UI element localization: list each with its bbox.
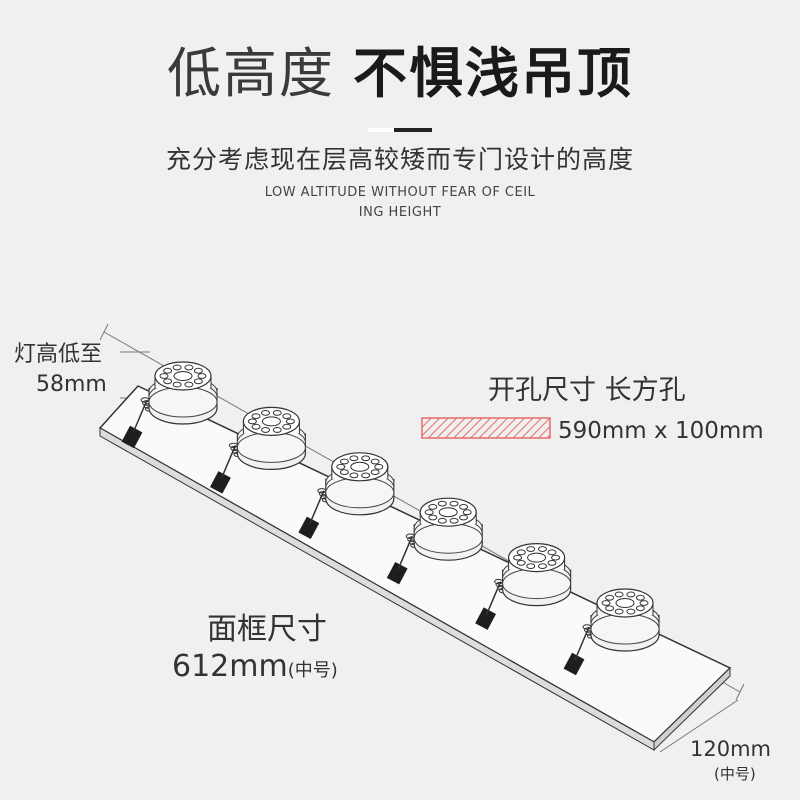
mounting-clip xyxy=(475,607,497,630)
subtitle-en-line1: LOW ALTITUDE WITHOUT FEAR OF CEIL xyxy=(264,185,536,200)
height-label-line2: 58mm xyxy=(36,372,107,397)
lamp-head xyxy=(121,361,218,449)
mounting-clip xyxy=(298,516,320,540)
lamp-head xyxy=(209,406,306,494)
headline: 低高度不惧浅吊顶 xyxy=(0,42,800,106)
frame-size-label: 面框尺寸 xyxy=(207,612,327,647)
cutout-hatch-swatch xyxy=(421,417,551,439)
mounting-clip xyxy=(121,425,143,449)
frame-size-number: 612mm xyxy=(172,649,288,684)
mounting-clip xyxy=(563,652,585,676)
headline-light: 低高度 xyxy=(167,42,335,105)
cutout-dimensions: 590mm x 100mm xyxy=(558,418,764,444)
mounting-clip xyxy=(386,561,408,585)
headline-bold: 不惧浅吊顶 xyxy=(353,42,633,105)
divider-light-segment xyxy=(368,128,394,132)
subtitle: 充分考虑现在层高较矮而专门设计的高度 xyxy=(165,145,634,174)
lamp-head xyxy=(475,542,572,630)
width-dimension-line xyxy=(659,699,739,753)
lamp-heads xyxy=(121,361,660,676)
lamp-head xyxy=(386,497,483,585)
lamp-head xyxy=(298,452,395,540)
frame-size-note: (中号) xyxy=(287,660,338,681)
frame-size-value: 612mm(中号) xyxy=(172,648,338,690)
title-divider xyxy=(368,128,432,132)
mounting-clip xyxy=(209,471,231,494)
width-value: 120mm xyxy=(690,737,771,761)
subtitle-en-line2: ING HEIGHT xyxy=(358,205,442,220)
width-note: (中号) xyxy=(714,765,756,783)
divider-dark-segment xyxy=(394,128,432,132)
lamp-head xyxy=(563,588,660,676)
cutout-label: 开孔尺寸 长方孔 xyxy=(488,375,686,406)
face-frame-plate xyxy=(98,385,732,752)
height-label-line1: 灯高低至 xyxy=(14,342,103,367)
